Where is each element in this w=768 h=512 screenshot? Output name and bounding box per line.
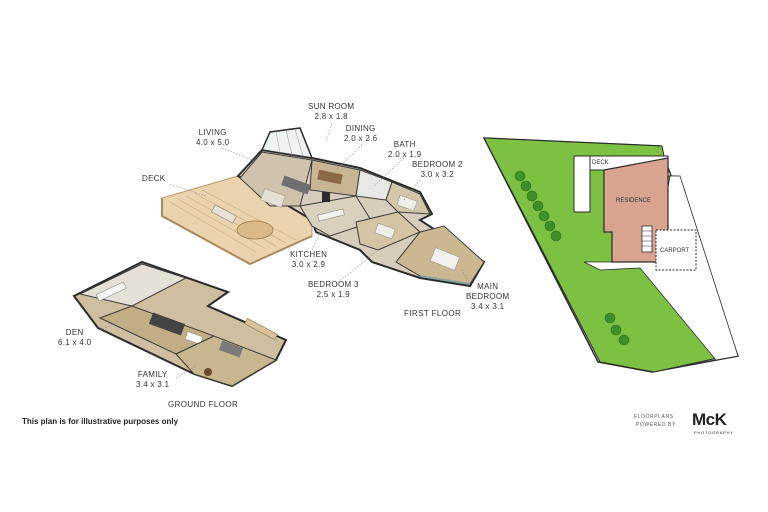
bedroom2-bed: [396, 194, 418, 212]
family-area: [175, 335, 278, 387]
room-name: KITCHEN: [290, 250, 328, 259]
site-stairs: [641, 225, 653, 253]
dining-table: [317, 169, 343, 185]
first-floor-plan: [161, 127, 486, 288]
living-rug: [260, 188, 286, 208]
room-dims: 2.0 x 1.9: [388, 150, 422, 159]
room-dims: 3.0 x 2.9: [291, 260, 326, 269]
room-name: DECK: [142, 174, 166, 183]
kitchen-bench: [317, 208, 345, 222]
site-trees: [514, 170, 630, 346]
family-sofa: [218, 340, 244, 358]
sun-room-glazing: [275, 128, 304, 157]
main-bedroom-bed: [429, 247, 461, 271]
room-name-line1: MAIN: [477, 282, 499, 291]
site-plan: [482, 137, 740, 373]
label-bedroom2: BEDROOM 2 3.0 x 3.2: [412, 160, 463, 180]
room-name: BEDROOM 2: [412, 160, 463, 169]
site-stair-treads: [642, 230, 652, 247]
brand-logo: McK: [692, 410, 727, 429]
ground-floor-title: GROUND FLOOR: [168, 400, 239, 409]
site-label-deck: DECK: [592, 160, 609, 166]
room-dims: 3.0 x 3.2: [420, 170, 455, 179]
brand-line1: FLOORPLANS: [634, 414, 674, 420]
disclaimer-text: This plan is for illustrative purposes o…: [22, 417, 179, 426]
main-bedroom-glazing: [419, 275, 471, 285]
label-family: FAMILY 3.4 x 3.1: [136, 370, 169, 390]
ground-floor-plan: [72, 260, 288, 388]
brand-logo-sub: PHOTOGRAPHY: [694, 430, 734, 435]
room-dims: 3.4 x 3.1: [136, 380, 170, 389]
deck-railing: [161, 198, 313, 266]
label-sun-room: SUN ROOM 2.8 x 1.8: [308, 102, 354, 122]
den-sofa: [148, 312, 186, 336]
sun-room-area: [260, 127, 314, 159]
room-dims: 2.0 x 2.6: [344, 134, 378, 143]
label-bath: BATH 2.0 x 1.9: [388, 140, 421, 160]
room-name: LIVING: [198, 128, 227, 137]
site-label-carport: CARPORT: [660, 248, 690, 254]
room-name: SUN ROOM: [308, 102, 355, 111]
deck-sofa: [211, 204, 237, 224]
room-name: BEDROOM 3: [308, 280, 359, 289]
label-living: LIVING 4.0 x 5.0: [196, 128, 229, 148]
label-kitchen: KITCHEN 3.0 x 2.9: [290, 250, 327, 270]
room-name: BATH: [393, 140, 416, 149]
first-floor-leader-lines: [169, 123, 471, 285]
label-dining: DINING 2.0 x 2.6: [344, 124, 377, 144]
room-dims: 2.8 x 1.8: [314, 112, 348, 121]
bedroom3-bed: [374, 222, 396, 240]
ground-bench: [95, 281, 127, 302]
brand-line2: POWERED BY: [636, 422, 676, 428]
label-deck: DECK: [142, 174, 165, 184]
room-dims: 4.0 x 5.0: [196, 138, 230, 147]
deck-table: [236, 220, 274, 240]
ground-stairs: [244, 317, 278, 341]
ground-floor-leader-lines: [99, 321, 197, 379]
room-name-line2: BEDROOM: [466, 292, 510, 301]
room-dims: 2.5 x 1.9: [316, 290, 351, 299]
room-name: DINING: [345, 124, 376, 133]
den-table: [184, 331, 204, 345]
label-bedroom3: BEDROOM 3 2.5 x 1.9: [308, 280, 359, 300]
living-sofa: [281, 175, 311, 195]
room-name: DEN: [65, 328, 84, 337]
first-floor-title: FIRST FLOOR: [404, 309, 462, 318]
site-deck-left: [573, 155, 591, 213]
family-stool: [204, 368, 212, 376]
label-main-bedroom: MAIN BEDROOM 3.4 x 3.1: [466, 282, 509, 312]
room-name: FAMILY: [137, 370, 168, 379]
room-dims: 6.1 x 4.0: [58, 338, 92, 347]
room-dims: 3.4 x 3.1: [471, 302, 505, 311]
label-den: DEN 6.1 x 4.0: [58, 328, 91, 348]
site-label-residence: RESIDENCE: [616, 198, 652, 204]
site-carport: [655, 229, 697, 271]
fireplace: [322, 192, 330, 202]
